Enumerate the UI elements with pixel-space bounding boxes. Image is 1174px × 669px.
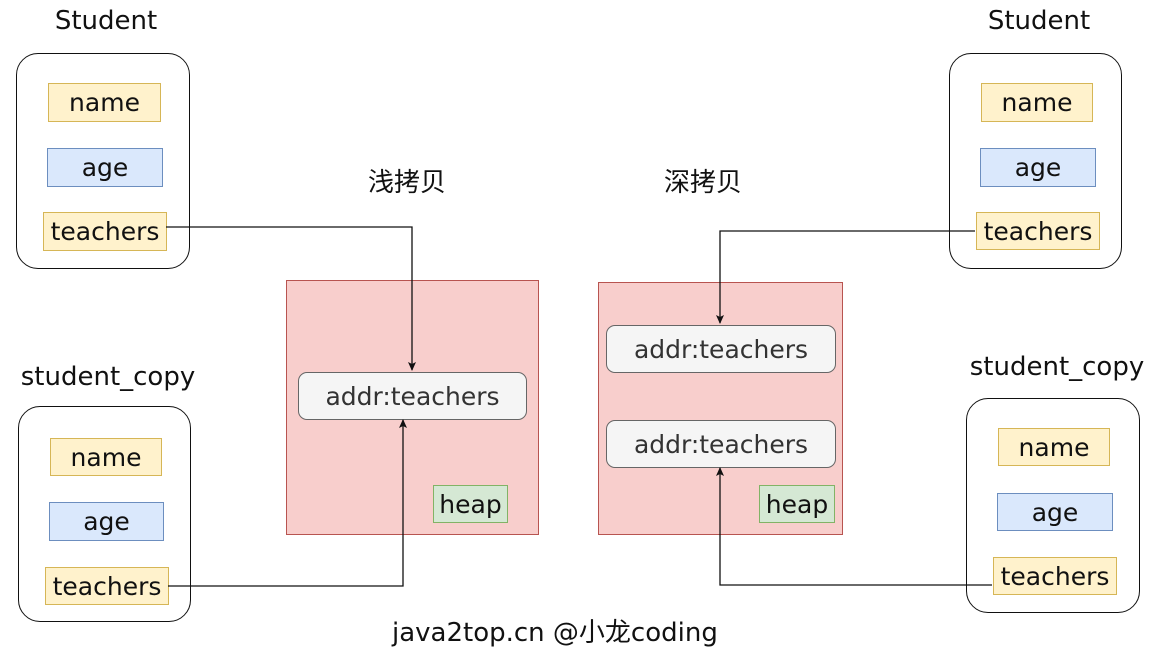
right-copy-name-field: name xyxy=(998,428,1110,466)
left-heap-addr-teachers: addr:teachers xyxy=(298,372,527,420)
left-copy-object: name age teachers xyxy=(18,406,191,622)
right-copy-age-field: age xyxy=(997,493,1113,531)
right-student-age-field: age xyxy=(980,148,1096,187)
right-student-teachers-arrow xyxy=(716,230,975,324)
right-heap: addr:teachers addr:teachers heap xyxy=(598,282,843,535)
left-student-teachers-field: teachers xyxy=(43,212,167,251)
deep-copy-caption: 深拷贝 xyxy=(664,168,743,198)
footer-watermark: java2top.cn @小龙coding xyxy=(392,618,718,648)
right-student-name-field: name xyxy=(981,83,1093,122)
right-copy-object: name age teachers xyxy=(966,398,1140,613)
right-copy-title: student_copy xyxy=(969,352,1145,382)
left-student-title: Student xyxy=(54,6,158,36)
left-student-object: name age teachers xyxy=(16,53,190,269)
right-student-title: Student xyxy=(987,6,1091,36)
left-copy-teachers-arrow xyxy=(168,419,407,587)
left-copy-age-field: age xyxy=(49,502,164,541)
right-copy-teachers-field: teachers xyxy=(993,557,1117,595)
right-copy-teachers-arrow xyxy=(716,467,992,586)
left-copy-teachers-field: teachers xyxy=(45,567,169,605)
right-heap-addr-teachers-2: addr:teachers xyxy=(606,420,836,468)
right-student-object: name age teachers xyxy=(949,53,1122,269)
left-student-age-field: age xyxy=(47,148,163,187)
right-heap-addr-teachers-1: addr:teachers xyxy=(606,325,836,373)
right-student-teachers-field: teachers xyxy=(976,212,1100,250)
left-student-teachers-arrow xyxy=(166,226,416,371)
shallow-copy-caption: 浅拷贝 xyxy=(368,168,447,198)
left-copy-title: student_copy xyxy=(20,362,196,392)
left-student-name-field: name xyxy=(48,83,161,122)
left-copy-name-field: name xyxy=(50,438,162,476)
right-heap-label: heap xyxy=(759,485,835,523)
left-heap-label: heap xyxy=(433,485,508,523)
